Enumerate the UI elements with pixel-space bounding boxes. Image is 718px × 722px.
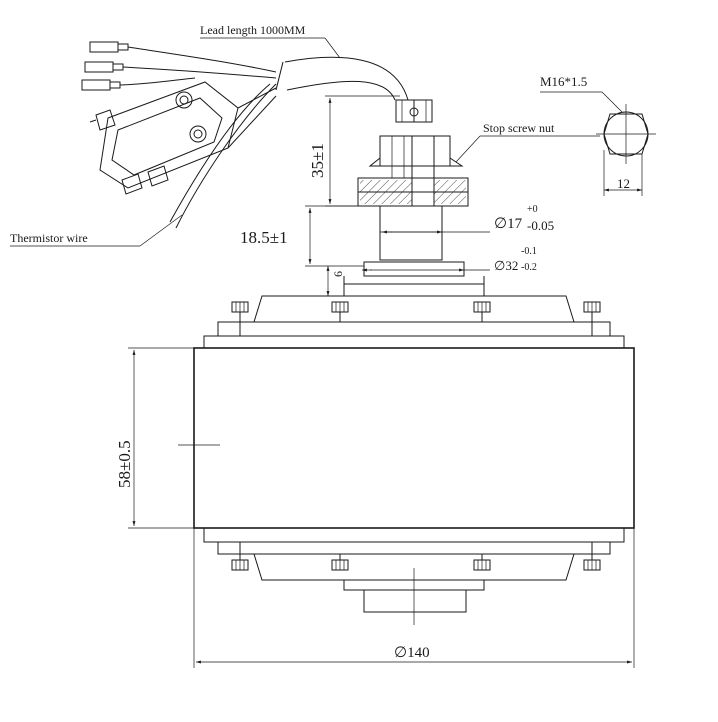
dim-140-label: ∅140: [394, 645, 430, 661]
bolt-icon: [231, 542, 249, 571]
shaft: [379, 205, 443, 261]
thermistor-wire-label: Thermistor wire: [10, 231, 88, 245]
cable-assembly: [81, 41, 409, 229]
dim-32-value: ∅32: [494, 258, 518, 273]
bolt-icon: [583, 542, 601, 571]
stop-screw-nut: [357, 135, 469, 207]
bolt-icon: [473, 554, 491, 571]
main-body: [178, 276, 635, 613]
dim-32-tol-lower: -0.2: [521, 262, 537, 273]
thermistor-wire-line-1: [175, 83, 277, 229]
wire-terminal-3: [81, 77, 196, 91]
dim-17-tol-upper: +0: [527, 204, 538, 215]
bolt-icon: [583, 301, 601, 336]
thread-spec-label: M16*1.5: [540, 74, 587, 89]
bolt-icon: [231, 301, 249, 336]
dim-58-label: 58±0.5: [115, 440, 134, 488]
wire-terminal-1: [89, 41, 277, 73]
lead-length-label: Lead length 1000MM: [200, 23, 306, 37]
bolt-icon: [331, 301, 349, 322]
stop-screw-nut-label: Stop screw nut: [483, 121, 555, 135]
bolt-icon: [331, 554, 349, 571]
hex-detail-view: [540, 91, 656, 196]
mounting-boss: [362, 261, 490, 277]
threaded-stem: [395, 99, 433, 123]
connector-plug: [89, 81, 277, 195]
wire-terminal-2: [84, 61, 277, 79]
dim-35-label: 35±1: [308, 143, 327, 178]
hex-width-label: 12: [617, 176, 630, 191]
top-bolts: [231, 301, 601, 336]
dim-18-5-label: 18.5±1: [240, 228, 288, 247]
dim-32-tol-upper: -0.1: [521, 246, 537, 257]
dim-17-value: ∅17: [494, 216, 523, 232]
bolt-icon: [473, 301, 491, 322]
dim-6-label: 6: [331, 271, 345, 277]
bottom-bolts: [231, 542, 601, 571]
dim-17-tol-lower: -0.05: [527, 218, 554, 233]
thermistor-wire-line-2: [169, 83, 271, 223]
